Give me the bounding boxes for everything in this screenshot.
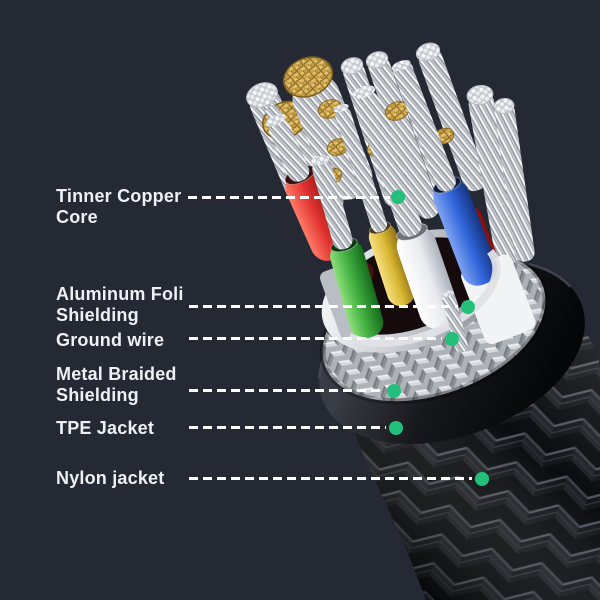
callout-dot — [461, 300, 475, 314]
callout-dot — [475, 472, 489, 486]
inner-wires — [246, 42, 536, 353]
callout-dot — [387, 384, 401, 398]
label-tpe-jacket: TPE Jacket — [56, 418, 155, 438]
callout-dot — [389, 421, 403, 435]
label-aluminum-foli-shielding: Aluminum Foli Shielding — [56, 284, 184, 325]
ground-wire-strand — [441, 290, 468, 353]
silver-strand-bundle — [493, 97, 535, 262]
blue-wire — [391, 59, 498, 286]
leader-line-nylon-jacket — [189, 477, 472, 480]
label-nylon-jacket: Nylon jacket — [56, 468, 165, 488]
aluminum-foil-front-rim — [325, 230, 501, 348]
leader-line-aluminum-foli-shielding — [189, 305, 458, 308]
green-wire — [310, 155, 384, 339]
silver-strand-bundle — [466, 84, 521, 265]
leader-line-ground-wire — [189, 337, 442, 340]
leader-line-tinner-copper-core — [188, 196, 390, 199]
leader-line-tpe-jacket — [189, 426, 386, 429]
label-metal-braided-shielding: Metal Braided Shielding — [56, 364, 177, 405]
silver-strand-bundle — [415, 42, 487, 192]
label-tinner-copper-core: Tinner Copper Core — [56, 186, 182, 227]
yellow-wire — [333, 103, 415, 306]
callout-dot — [391, 190, 405, 204]
callout-dot — [445, 332, 459, 346]
leader-line-metal-braided-shielding — [189, 389, 384, 392]
label-ground-wire: Ground wire — [56, 330, 165, 350]
silver-strand-bundle — [365, 51, 440, 219]
